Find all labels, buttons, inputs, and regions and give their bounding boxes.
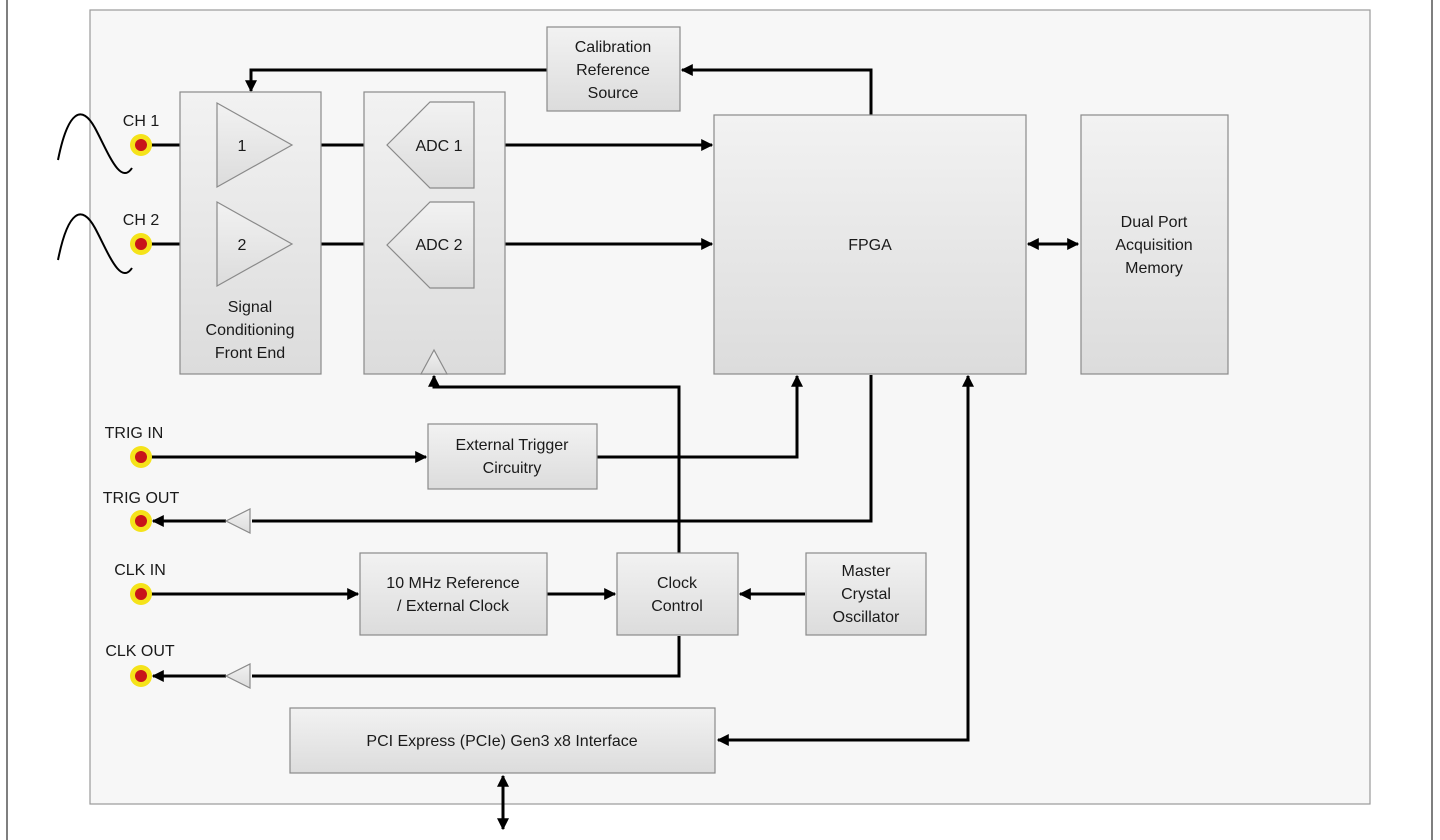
clock-control-block [616,552,739,636]
ch1-sine-wave-icon [57,113,133,175]
amplifier-2-triangle [216,200,294,288]
amplifier-2-label: 2 [238,237,247,254]
trigin-label: TRIG IN [105,425,164,442]
memory-label-2: Acquisition [1115,237,1192,254]
oscillator-label-1: Master [842,563,892,580]
signal-conditioning-label-1: Signal [228,299,272,316]
adc-1-block [386,101,475,189]
oscillator-label-2: Crystal [841,586,891,603]
memory-label-1: Dual Port [1121,214,1188,231]
clkin-connector-icon [130,583,152,605]
clockcontrol-to-clkout-wire [252,636,681,678]
ch1-connector-icon [130,134,152,156]
ch2-sine-wave-icon [57,213,133,275]
trigout-label: TRIG OUT [103,490,180,507]
fpga-to-calibration-wire [680,64,873,115]
calibration-block [546,26,681,112]
clkout-connector-icon [130,665,152,687]
clkout-buffer-triangle [224,663,251,689]
fpga-pcie-wire [716,374,974,746]
trigout-buffer-triangle [224,508,251,534]
clkin-label: CLK IN [114,562,166,579]
trigin-connector-icon [130,446,152,468]
adc-2-label: ADC 2 [415,237,462,254]
calibration-label-2: Reference [576,62,650,79]
signal-conditioning-label-3: Front End [215,345,285,362]
calibration-label-3: Source [588,85,639,102]
oscillator-label-3: Oscillator [833,609,900,626]
clock-control-label-1: Clock [657,575,698,592]
ch2-connector-icon [130,233,152,255]
ref-clock-block [359,552,548,636]
trigout-connector-icon [130,510,152,532]
clock-to-adc-wire [428,374,681,553]
fpga-label: FPGA [848,237,892,254]
clock-control-label-2: Control [651,598,703,615]
ch2-label: CH 2 [123,212,160,229]
ref-clock-label-2: / External Clock [397,598,510,615]
oscillator-block [805,552,927,636]
fpga-block [713,114,1027,375]
adc-clock-input-symbol [419,348,449,375]
adc-2-block [386,201,475,289]
ref-clock-label-1: 10 MHz Reference [386,575,519,592]
pcie-label: PCI Express (PCIe) Gen3 x8 Interface [366,733,637,750]
adc-1-label: ADC 1 [415,138,462,155]
pcie-block [289,707,716,774]
clkout-label: CLK OUT [105,643,175,660]
memory-label-3: Memory [1125,260,1183,277]
calibration-label-1: Calibration [575,39,651,56]
memory-block [1080,114,1229,375]
amplifier-1-label: 1 [238,138,247,155]
external-trigger-block [427,423,598,490]
amplifier-1-triangle [216,101,294,189]
external-trigger-label-1: External Trigger [456,437,570,454]
calibration-to-frontend-wire [245,68,547,93]
signal-conditioning-label-2: Conditioning [206,322,295,339]
ch1-label: CH 1 [123,113,160,130]
external-trigger-label-2: Circuitry [483,460,542,477]
